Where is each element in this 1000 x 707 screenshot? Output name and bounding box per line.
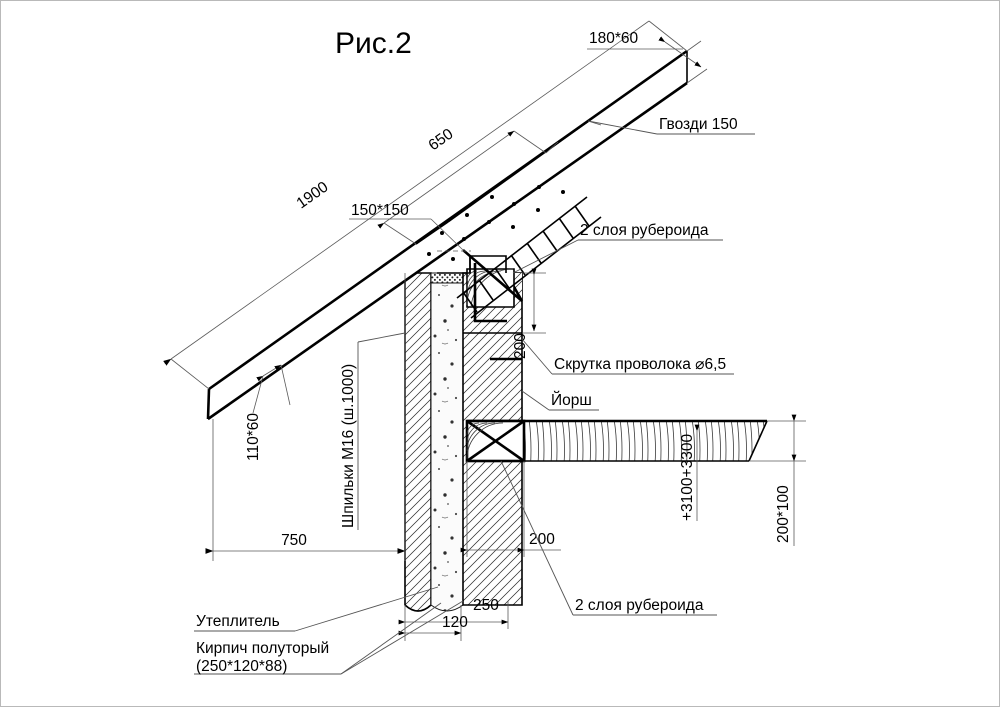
label-brick-line2: (250*120*88) [196,658,287,675]
label-felt-top: 2 слоя рубероида [512,222,723,274]
dim-250: 250 [398,597,509,629]
dim-180x60-label: 180*60 [589,30,639,47]
label-felt-bottom: 2 слоя рубероида [500,460,717,616]
dim-200v-label: 200 [512,333,529,359]
dim-levels-label: +3100+3300 [679,434,696,521]
dim-200h-label: 200 [529,531,555,548]
beam-embedded-end [465,419,526,463]
floor-beam [465,419,768,463]
label-felt-bottom-text: 2 слоя рубероида [575,597,704,614]
outer-brick-leaf [404,272,432,612]
dim-650-label: 650 [426,125,457,154]
label-yorsh: Йорш [521,390,599,411]
label-wire-twist: Скрутка проволока ⌀6,5 [521,338,734,375]
anchor-stud-m16[interactable] [469,256,507,323]
dim-750: 750 [205,273,406,561]
dim-1900-label: 1900 [294,178,332,212]
label-yorsh-text: Йорш [551,391,592,409]
label-brick-line1: Кирпич полуторый [196,640,329,657]
dim-120-label: 120 [442,614,468,631]
dim-150x150-label: 150*150 [351,202,409,219]
rafter-tail [207,404,230,420]
label-felt-top-text: 2 слоя рубероида [580,222,709,239]
dim-120: 120 [398,605,468,641]
label-nails-text: Гвозди 150 [659,116,738,133]
dim-110x60: 110*60 [245,364,291,461]
dim-110x60-label: 110*60 [245,413,262,461]
label-wire-twist-text: Скрутка проволока ⌀6,5 [554,356,726,373]
label-insulation-text: Утеплитель [196,613,280,630]
label-studs: Шпильки М16 (ш.1000) [340,332,406,530]
dim-level-marks: +3100+3300 [679,424,700,521]
label-brick: Кирпич полуторый (250*120*88) [194,600,464,675]
label-insulation: Утеплитель [194,586,439,632]
brace-hatching [462,205,590,313]
dim-200x100-label: 200*100 [775,485,792,543]
label-studs-text: Шпильки М16 (ш.1000) [340,364,357,528]
dim-250-label: 250 [473,597,499,614]
dim-750-label: 750 [281,532,307,549]
diagonal-brace [456,196,602,319]
dim-200x100: 200*100 [749,414,806,546]
rafter-birdsmouth [462,249,523,302]
dim-180x60: 180*60 [587,30,708,84]
dim-200-vertical: 200 [512,268,546,359]
insulation-core [430,272,464,612]
dim-150x150: 150*150 [349,202,471,252]
page-title: Рис.2 [335,27,412,60]
label-nails: Гвозди 150 [587,116,755,135]
mortar-strip [431,273,463,283]
